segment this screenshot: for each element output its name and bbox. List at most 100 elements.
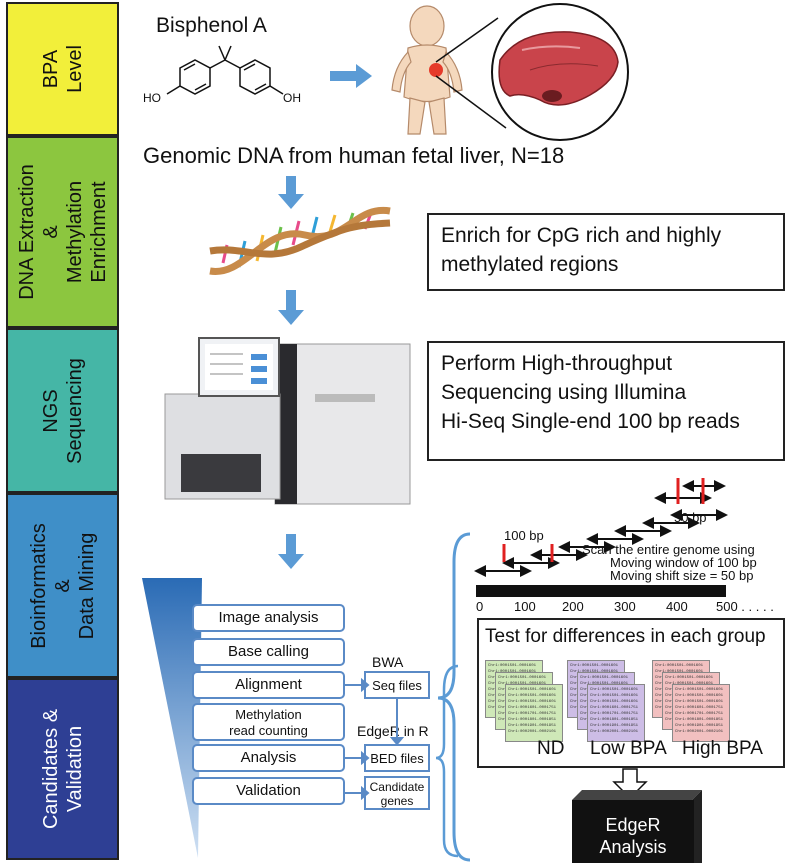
- group-label-low-bpa: Low BPA: [590, 738, 667, 759]
- edger-label-line: Analysis: [599, 837, 667, 857]
- stage-line: Data Mining: [75, 532, 98, 639]
- stage-line: DNA Extraction: [15, 164, 38, 300]
- stage-line: Level: [63, 45, 86, 93]
- sheet-row: Chr1:0001501-0001601: [570, 664, 619, 668]
- sheet-row: Chr1:0002001-0002101: [590, 730, 639, 734]
- label-100bp: 100 bp: [504, 528, 544, 543]
- edger-label: EdgeR in R: [357, 723, 429, 739]
- fetus-illustration: [391, 5, 463, 135]
- scan-text-line-2: Moving window of 100 bp: [610, 555, 757, 570]
- test-panel-title: Test for differences in each group: [485, 626, 766, 647]
- stage-label: NGS Sequencing: [39, 358, 87, 464]
- sequencing-info-box: Perform High-throughput Sequencing using…: [427, 341, 785, 461]
- down-arrow-icon: [278, 176, 304, 209]
- stage-bpa-level: BPA Level: [6, 2, 119, 136]
- info-line: Sequencing using Illumina: [441, 381, 687, 404]
- group-label-high-bpa: High BPA: [682, 738, 763, 759]
- edger-box-3d: [572, 790, 702, 863]
- sheet-row: Chr1:0001801-0001851: [675, 718, 724, 722]
- edger-label-line: EdgeR: [605, 815, 661, 835]
- sample-caption: Genomic DNA from human fetal liver, N=18: [143, 143, 565, 168]
- sheet-row: Chr1:0001501-0001601: [675, 688, 724, 692]
- info-line: Enrich for CpG rich and highly: [441, 224, 722, 247]
- scan-text-line-3: Moving shift size = 50 bp: [610, 568, 753, 583]
- sheet-row: Chr1:0001501-0001601: [665, 676, 714, 680]
- moving-window-diagram: 50 bp 100 bp Scan the entire genome usin…: [474, 478, 774, 614]
- compound-name: Bisphenol A: [156, 14, 267, 37]
- sheet-row: Chr1:0001701-0001751: [590, 712, 639, 716]
- file-label: BED files: [370, 751, 424, 766]
- axis-tick: 300: [614, 599, 636, 614]
- bracket-icon: [437, 532, 471, 862]
- ho-label: HO: [143, 91, 161, 105]
- file-label: genes: [380, 794, 414, 808]
- stage-candidates-validation: Candidates & Validation: [6, 678, 119, 860]
- axis-tick: 0: [476, 599, 483, 614]
- stage-label: Bioinformatics & Data Mining: [27, 523, 99, 649]
- sheet-row: Chr1:0001501-0001601: [508, 694, 557, 698]
- pipeline-step-alignment: Alignment: [192, 671, 345, 699]
- step-label: read counting: [229, 723, 308, 738]
- sheet-row: Chr1:0002001-0002101: [675, 730, 724, 734]
- pipeline-step-analysis: Analysis: [192, 744, 345, 772]
- sheet-row: Chr1:0001901-0001951: [590, 724, 639, 728]
- stage-line: Candidates &: [39, 708, 62, 830]
- sheet-row: Chr1:0001501-0001601: [655, 664, 704, 668]
- sheet-row: Chr1:0001501-0001601: [590, 694, 639, 698]
- axis-tick: 100: [514, 599, 536, 614]
- group-label-nd: ND: [537, 738, 565, 759]
- sheet-row: Chr1:0001501-0001601: [590, 688, 639, 692]
- file-label: Seq files: [372, 678, 422, 693]
- edger-analysis-box: EdgeR Analysis: [572, 800, 694, 863]
- stage-dna-extraction: DNA Extraction & Methylation Enrichment: [6, 136, 119, 328]
- sheet-row: Chr1:0001501-0001601: [508, 688, 557, 692]
- right-arrow-icon: [330, 64, 372, 88]
- sheet-row: Chr1:0002001-0002101: [508, 730, 557, 734]
- stage-line: &: [51, 578, 74, 593]
- pipeline-step-base-calling: Base calling: [192, 638, 345, 666]
- bwa-label: BWA: [372, 654, 404, 670]
- down-arrow-icon: [278, 290, 304, 325]
- step-label: Analysis: [240, 749, 297, 766]
- enrich-info-box: Enrich for CpG rich and highly methylate…: [427, 213, 785, 291]
- step-label: Base calling: [228, 643, 309, 660]
- sheet-row: Chr1:0001601-0001751: [675, 706, 724, 710]
- sheet-row: Chr1:0001501-0001601: [498, 676, 547, 680]
- dna-helix-icon: [209, 206, 391, 275]
- pipeline-step-methylation-read-counting: Methylation read counting: [192, 703, 345, 741]
- step-label: Image analysis: [218, 609, 319, 626]
- sheet-row: Chr1:0001501-0001601: [675, 700, 724, 704]
- file-label: Candidate: [369, 780, 425, 794]
- stage-line: Bioinformatics: [27, 522, 50, 649]
- stage-label: Candidates & Validation: [39, 709, 87, 829]
- sheet-row: Chr1:0001501-0001601: [508, 700, 557, 704]
- sheet-row: Chr1:0001901-0001951: [675, 724, 724, 728]
- stage-line: Validation: [63, 725, 86, 813]
- stage-line: BPA: [39, 49, 62, 89]
- info-line: Hi-Seq Single-end 100 bp reads: [441, 410, 740, 433]
- info-line: Perform High-throughput: [441, 352, 673, 375]
- pipeline-step-validation: Validation: [192, 777, 345, 805]
- stage-line: &: [39, 225, 62, 239]
- sheet-row: Chr1:0001701-0001751: [508, 712, 557, 716]
- stage-line: Enrichment: [87, 181, 110, 283]
- sheet-row: Chr1:0001601-0001751: [590, 706, 639, 710]
- info-line: methylated regions: [441, 253, 619, 276]
- sheet-row: Chr1:0001501-0001601: [590, 700, 639, 704]
- scan-text-line-1: Scan the entire genome using: [582, 542, 755, 557]
- stage-bioinformatics: Bioinformatics & Data Mining: [6, 493, 119, 678]
- stage-line: Methylation: [63, 180, 86, 284]
- sheet-row: Chr1:0001501-0001601: [675, 694, 724, 698]
- pipeline-step-image-analysis: Image analysis: [192, 604, 345, 632]
- axis-tick: 200: [562, 599, 584, 614]
- oh-label: OH: [283, 91, 301, 105]
- stage-label: BPA Level: [39, 45, 87, 93]
- label-50bp: 50 bp: [674, 510, 707, 525]
- sheet-row: Chr1:0001701-0001751: [675, 712, 724, 716]
- step-label: Methylation: [235, 707, 302, 722]
- pipeline-connectors: [345, 664, 459, 858]
- down-arrow-icon: [278, 534, 304, 569]
